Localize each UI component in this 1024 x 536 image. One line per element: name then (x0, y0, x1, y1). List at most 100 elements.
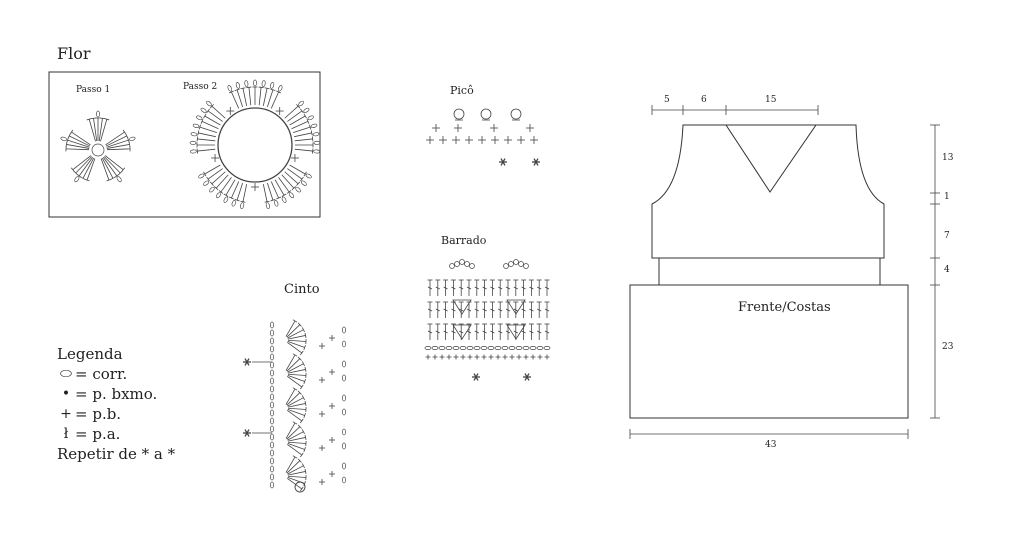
petal-stitch (262, 87, 270, 106)
belt-end-loop (294, 481, 306, 493)
base-single-crochet (439, 136, 447, 144)
stitch-stroke (218, 190, 224, 194)
petal-chain (261, 80, 266, 87)
stitch-stroke (287, 373, 306, 376)
base-single-crochet (509, 354, 515, 360)
stitch-stroke (196, 136, 198, 142)
petal-chain (60, 136, 68, 142)
repeat-marker-start (472, 373, 480, 381)
spine-chain (270, 393, 274, 401)
petal-stitch (200, 118, 219, 130)
stitch-stroke (287, 329, 304, 339)
petal-chain (313, 140, 321, 145)
stitch-stroke (211, 105, 226, 119)
fan-triangle (452, 299, 472, 315)
fan-single-crochet (319, 411, 325, 417)
petal-stitch (98, 117, 105, 142)
stitch-stroke (303, 413, 306, 419)
petal-chain (307, 115, 314, 121)
fan-stitch (287, 361, 305, 373)
stitch-stroke (287, 339, 306, 342)
stitch-stroke (292, 319, 298, 323)
stitch-stroke (466, 286, 472, 290)
petal-stitch (262, 184, 270, 203)
stitch-stroke (286, 324, 301, 338)
barrado-dc (435, 279, 441, 296)
barrado-dc (489, 279, 495, 296)
stitch-stroke (214, 186, 219, 191)
petal-chain (189, 140, 197, 145)
spine-chain (270, 425, 274, 433)
petal-stitch (196, 148, 216, 154)
petal-stitch (70, 155, 92, 172)
edge-chain (342, 428, 346, 436)
stitch-stroke (287, 408, 305, 416)
base-single-crochet (517, 136, 525, 144)
petal-chain (240, 202, 245, 209)
fan-stitch (287, 476, 306, 487)
stitch-stroke (474, 330, 479, 334)
spine-chain (270, 473, 274, 481)
stitch-stroke (270, 199, 276, 202)
stitch-stroke (294, 138, 313, 142)
stitch-stroke (498, 330, 503, 334)
spine-chain (270, 385, 274, 393)
base-single-crochet (495, 354, 501, 360)
petal-stitch (196, 142, 215, 148)
stitch-stroke (206, 176, 210, 182)
petal-chain (277, 85, 283, 92)
barrado-dc (435, 301, 441, 318)
stitch-stroke (278, 177, 290, 193)
single-crochet (526, 124, 534, 132)
fan-triangle (452, 324, 472, 340)
repeat-marker-end (532, 158, 540, 166)
petal-stitch (69, 129, 91, 146)
spine-chain (270, 369, 274, 377)
spine-chain (270, 457, 274, 465)
stitch-stroke (544, 308, 550, 312)
chain-row (473, 346, 481, 350)
stitch-stroke (292, 126, 311, 134)
stitch-stroke (304, 434, 307, 440)
stitch-stroke (207, 168, 223, 180)
stitch-stroke (427, 330, 433, 334)
double-crochet-icon: ł (63, 426, 69, 442)
petal-stitch (102, 157, 120, 178)
stitch-stroke (266, 182, 274, 201)
dim-side-2: 7 (944, 231, 950, 241)
stitch-stroke (82, 157, 95, 179)
stitch-stroke (490, 286, 495, 290)
fan-stitch (286, 424, 302, 440)
stitch-stroke (199, 126, 218, 134)
stitch-stroke (427, 308, 433, 312)
fan-stitch (287, 342, 304, 356)
petal-stitch (95, 117, 101, 141)
spine-chain (270, 401, 274, 409)
dim-top-2: 15 (765, 95, 777, 105)
barrado-dc (482, 323, 488, 340)
stitch-stroke (286, 190, 292, 194)
stitch-stroke (505, 286, 511, 290)
barrado-dc (536, 323, 542, 340)
stitch-stroke (284, 105, 299, 119)
stitch-stroke (100, 119, 108, 142)
stitch-stroke (529, 286, 534, 290)
stitch-stroke (234, 88, 240, 91)
barrado-title: Barrado (441, 234, 487, 247)
stitch-stroke (303, 113, 307, 119)
petal-stitch (209, 104, 226, 119)
spine-chain (270, 449, 274, 457)
stitch-stroke (270, 91, 279, 109)
fan-stitch (287, 373, 307, 379)
stitch-stroke (242, 88, 248, 106)
petal-stitch (91, 117, 98, 142)
stitch-stroke (197, 130, 200, 136)
stitch-stroke (70, 167, 75, 172)
petal-stitch (234, 88, 244, 108)
stitch-stroke (544, 286, 550, 290)
spine-chain (270, 409, 274, 417)
stitch-stroke (435, 286, 440, 290)
stitch-stroke (103, 156, 121, 174)
stitch-stroke (435, 308, 440, 312)
stitch-stroke (286, 426, 301, 440)
